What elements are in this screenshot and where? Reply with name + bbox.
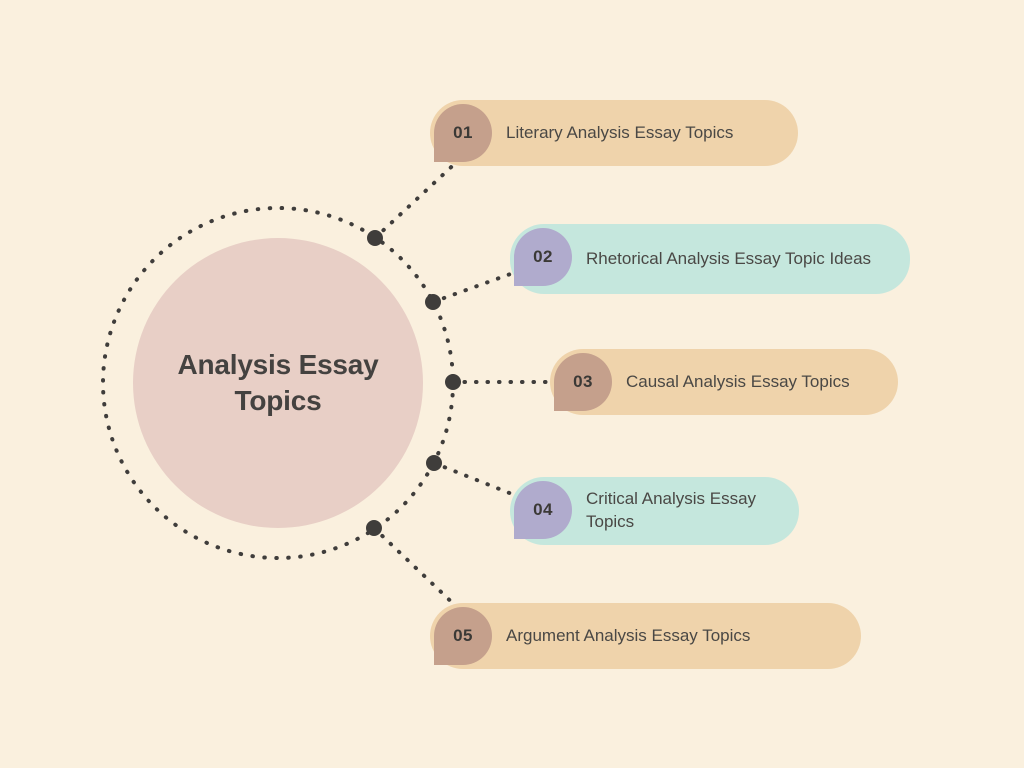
branch-item-05[interactable]: 05 Argument Analysis Essay Topics: [430, 603, 861, 669]
branch-number-01: 01: [453, 123, 473, 142]
connector-node-02: [425, 294, 441, 310]
branch-pill-03[interactable]: 03 Causal Analysis Essay Topics: [550, 349, 898, 415]
branch-number-04: 04: [533, 500, 553, 519]
branch-pill-05[interactable]: 05 Argument Analysis Essay Topics: [430, 603, 861, 669]
branch-item-02[interactable]: 02 Rhetorical Analysis Essay Topic Ideas: [510, 224, 910, 294]
branch-label-05: Argument Analysis Essay Topics: [506, 625, 751, 645]
branch-item-04[interactable]: 04 Critical Analysis Essay Topics: [510, 477, 799, 545]
branch-number-02: 02: [533, 247, 553, 266]
connector-line-01: [373, 155, 464, 240]
connector-node-03: [445, 374, 461, 390]
branch-badge-02: 02: [514, 228, 572, 286]
branch-label-04: Critical Analysis Essay Topics: [586, 489, 757, 531]
branch-number-03: 03: [573, 372, 593, 391]
branch-item-01[interactable]: 01 Literary Analysis Essay Topics: [430, 100, 798, 166]
branch-badge-03: 03: [554, 353, 612, 411]
branch-label-02: Rhetorical Analysis Essay Topic Ideas: [586, 248, 872, 268]
branch-badge-01: 01: [434, 104, 492, 162]
branch-label-03: Causal Analysis Essay Topics: [626, 371, 850, 391]
branch-pill-04[interactable]: 04 Critical Analysis Essay Topics: [510, 477, 799, 545]
branch-pill-01[interactable]: 01 Literary Analysis Essay Topics: [430, 100, 798, 166]
connector-node-04: [426, 455, 442, 471]
branch-pill-02[interactable]: 02 Rhetorical Analysis Essay Topic Ideas: [510, 224, 910, 294]
hub-circle: [133, 238, 423, 528]
branch-item-03[interactable]: 03 Causal Analysis Essay Topics: [550, 349, 898, 415]
branch-badge-04: 04: [514, 481, 572, 539]
branch-badge-05: 05: [434, 607, 492, 665]
connector-line-05: [372, 526, 463, 613]
hub-title: Analysis Essay Topics: [177, 349, 379, 416]
branch-label-01: Literary Analysis Essay Topics: [506, 122, 734, 142]
branch-number-05: 05: [453, 626, 473, 645]
